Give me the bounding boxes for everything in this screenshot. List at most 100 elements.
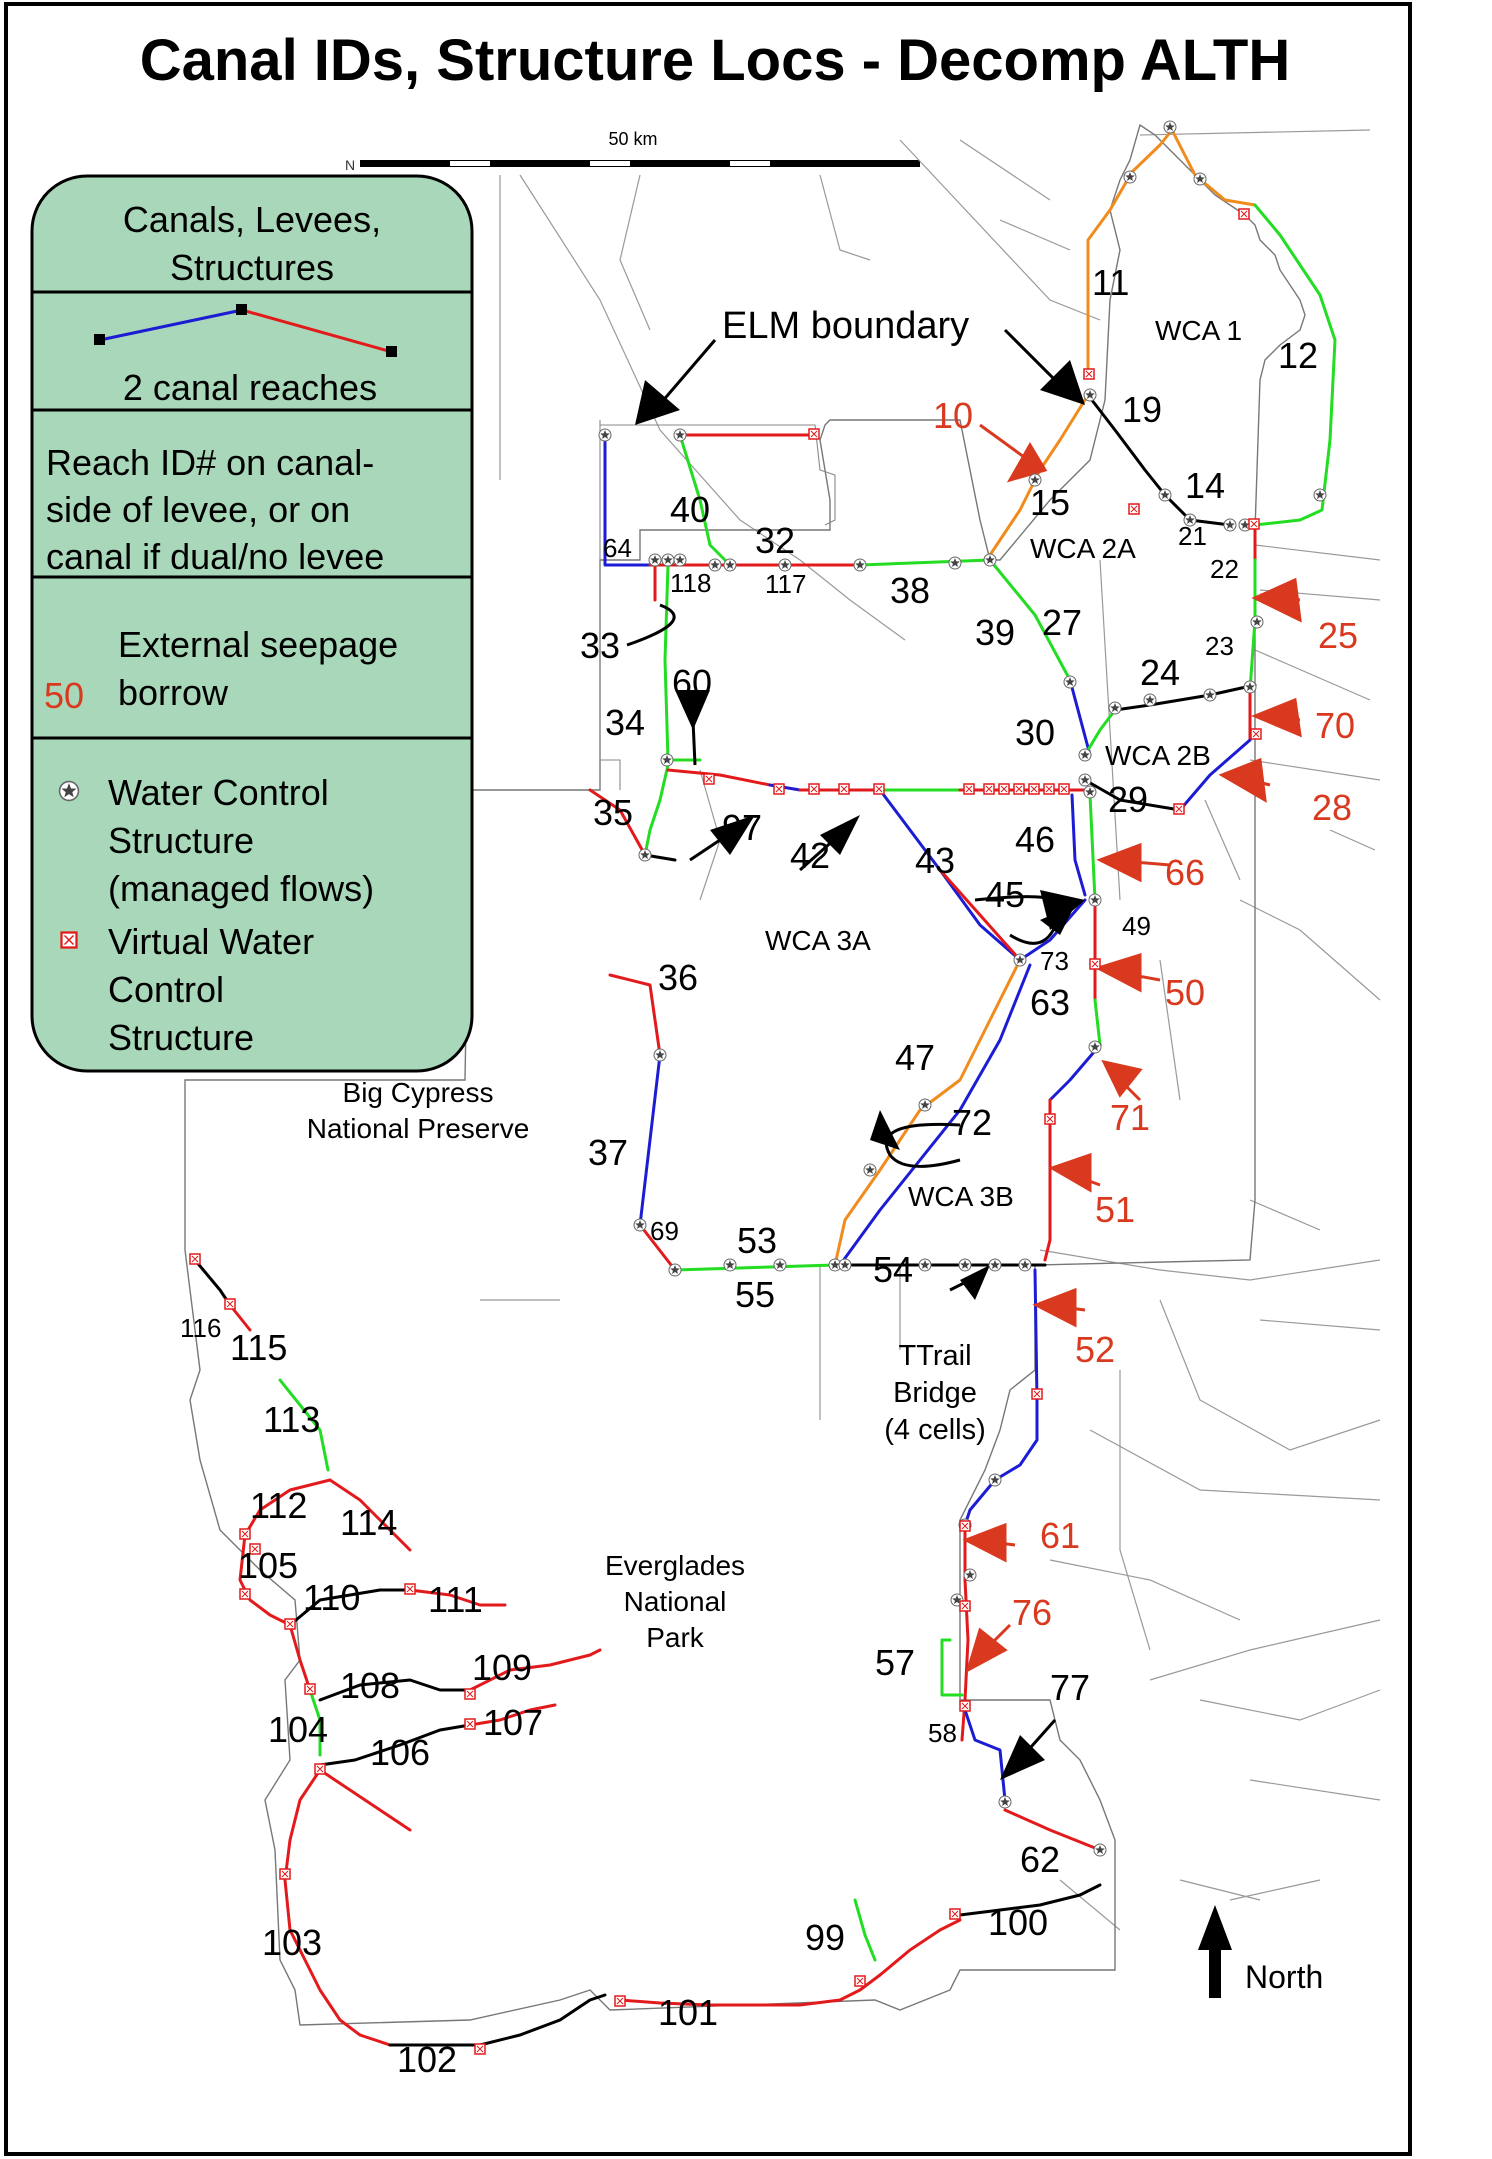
callout-arrowheads: [635, 360, 1085, 1780]
reach-label-115: 115: [230, 1327, 287, 1368]
legend-seepage-1: External seepage: [118, 624, 398, 665]
seepage-label-76: 76: [1012, 1592, 1052, 1633]
reach-label-97: 97: [722, 807, 762, 848]
reach-label-24: 24: [1140, 652, 1180, 693]
reach-63: [1093, 998, 1102, 1047]
reach-label-116: 116: [180, 1313, 221, 1343]
legend-reach-id-1: Reach ID# on canal-: [46, 442, 374, 483]
legend-canals-1: Canals, Levees,: [123, 199, 381, 240]
reach-19: [1086, 393, 1232, 527]
legend-wcs-3: (managed flows): [108, 868, 374, 909]
reach-label-57: 57: [875, 1642, 915, 1683]
reach-label-53: 53: [737, 1220, 777, 1261]
reach-label-114: 114: [340, 1502, 397, 1543]
ttrail-label-2: Bridge: [893, 1377, 977, 1409]
reach-label-60: 60: [672, 662, 712, 703]
ttrail-label-1: TTrail: [898, 1340, 971, 1372]
reach-label-37: 37: [588, 1132, 628, 1173]
reach-34: [663, 563, 670, 762]
reach-label-14: 14: [1185, 465, 1225, 506]
elm-boundary-inner: [599, 420, 836, 790]
legend-virtual-1: Virtual Water: [108, 921, 314, 962]
area-labels: WCA 1 WCA 2A WCA 2B WCA 3A WCA 3B Big Cy…: [307, 315, 1242, 1653]
reach-46: [1070, 793, 1087, 897]
reach-label-21: 21: [1178, 521, 1207, 551]
reach-label-117: 117: [765, 569, 806, 599]
callout-labels: ELM boundary TTrail Bridge (4 cells): [722, 305, 986, 1446]
reach-label-23: 23: [1205, 631, 1234, 661]
label-wca1: WCA 1: [1155, 315, 1242, 346]
reach-label-106: 106: [370, 1732, 430, 1773]
legend-reach-id-3: canal if dual/no levee: [46, 536, 384, 577]
seepage-label-25: 25: [1318, 615, 1358, 656]
label-wca3a: WCA 3A: [765, 925, 871, 956]
reach-label-15: 15: [1030, 482, 1070, 523]
reach-label-49: 49: [1122, 911, 1151, 941]
reach-label-29: 29: [1108, 779, 1148, 820]
legend-reach-sample: [94, 304, 397, 357]
seepage-label-52: 52: [1075, 1329, 1115, 1370]
scale-bar-label: 50 km: [608, 129, 657, 149]
elm-boundary-label: ELM boundary: [722, 305, 969, 347]
reach-label-109: 109: [472, 1647, 532, 1688]
reach-109: [468, 1653, 592, 1692]
reach-label-107: 107: [483, 1702, 543, 1743]
reach-label-42: 42: [790, 835, 830, 876]
page-title: Canal IDs, Structure Locs - Decomp ALTH: [140, 28, 1291, 93]
seepage-label-28: 28: [1312, 787, 1352, 828]
legend-reach-id-2: side of levee, or on: [46, 489, 350, 530]
elm-boundary-outline: [184, 123, 1306, 2026]
label-wca2a: WCA 2A: [1030, 533, 1136, 564]
legend-virtual-2: Control: [108, 969, 224, 1010]
reach-label-38: 38: [890, 570, 930, 611]
label-everglades-1: Everglades: [605, 1550, 745, 1581]
reach-72: [838, 963, 1032, 1267]
reach-label-19: 19: [1122, 389, 1162, 430]
reach-label-113: 113: [263, 1399, 320, 1440]
label-big-cypress-1: Big Cypress: [343, 1077, 494, 1108]
seepage-label-61: 61: [1040, 1515, 1080, 1556]
reach-label-111: 111: [428, 1579, 483, 1620]
legend-seepage-number: 50: [44, 675, 84, 716]
ttrail-label-3: (4 cells): [884, 1414, 986, 1446]
legend: Canals, Levees, Structures 2 canal reach…: [30, 174, 474, 1073]
label-everglades-3: Park: [646, 1622, 705, 1653]
seepage-label-50: 50: [1165, 972, 1205, 1013]
background-roads: [185, 129, 1381, 1931]
reach-label-69: 69: [650, 1216, 679, 1246]
reach-label-77: 77: [1050, 1667, 1090, 1708]
reach-106: [318, 1723, 472, 1767]
reach-111: [408, 1588, 507, 1607]
reach-100: [958, 1883, 1102, 1917]
reach-24: [1113, 683, 1257, 712]
reach-12: [1253, 203, 1337, 527]
reach-39: [988, 558, 1072, 682]
reach-29: [1083, 778, 1182, 812]
reach-40: [678, 433, 732, 567]
reach-label-101: 101: [658, 1992, 718, 2033]
seepage-label-10: 10: [933, 395, 973, 436]
reach-label-105: 105: [238, 1545, 298, 1586]
reach-label-103: 103: [262, 1922, 322, 1963]
reach-label-39: 39: [975, 612, 1015, 653]
reach-62: [1003, 1808, 1102, 1852]
reach-label-112: 112: [250, 1485, 307, 1526]
reach-label-36: 36: [658, 957, 698, 998]
reach-107: [468, 1703, 557, 1727]
reach-114: [328, 1478, 412, 1552]
reach-113: [278, 1378, 330, 1472]
reach-36: [608, 973, 662, 1057]
reach-label-99: 99: [805, 1917, 845, 1958]
page-border: [4, 2, 1412, 2156]
reach-label-46: 46: [1015, 819, 1055, 860]
reach-52: [993, 1268, 1039, 1482]
reach-label-34: 34: [605, 702, 645, 743]
reach-label-33: 33: [580, 625, 620, 666]
reach-47: [833, 958, 1022, 1267]
label-big-cypress-2: National Preserve: [307, 1113, 530, 1144]
reach-label-47: 47: [895, 1037, 935, 1078]
seepage-arrows: [56, 423, 1302, 1674]
seepage-label-70: 70: [1315, 705, 1355, 746]
